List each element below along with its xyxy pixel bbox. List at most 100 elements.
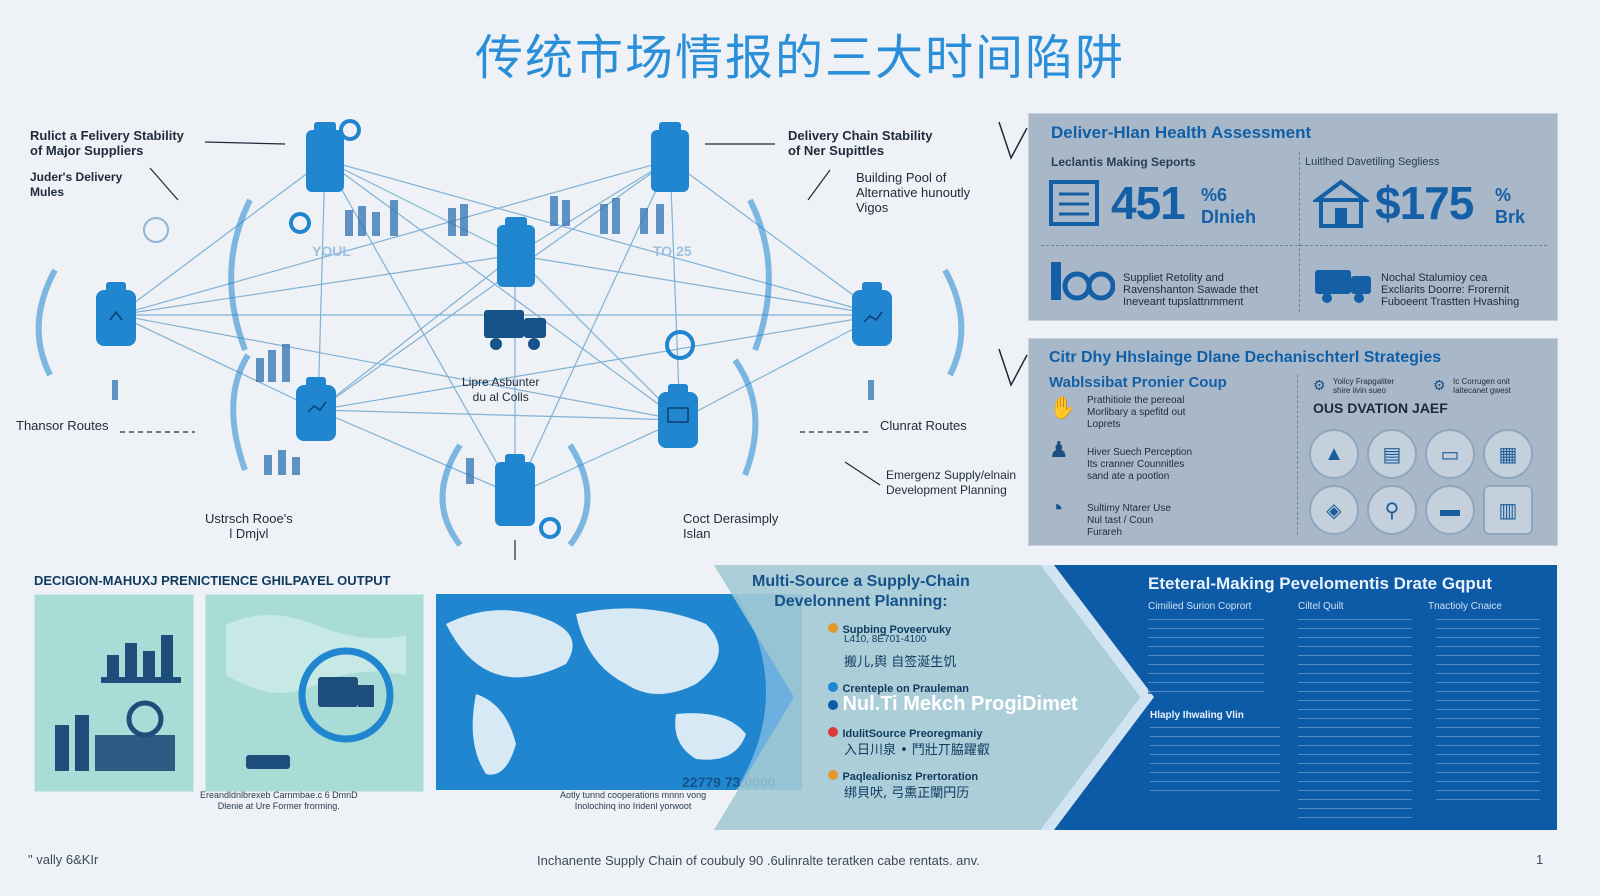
map-panel xyxy=(436,594,802,790)
blue-col-1: Cimilied Surion Coprort xyxy=(1148,601,1252,612)
blue-col-1-text xyxy=(1148,616,1264,694)
red-dot-icon xyxy=(828,727,838,737)
strategy-right-heading: OUS DVATION JAEF xyxy=(1313,400,1448,416)
mid-item-1-sub: L410, 8E701-4100 xyxy=(844,634,927,645)
strategies-subtitle: Wablssibat Pronier Coup xyxy=(1049,374,1227,391)
mid-item-4: Paqlealionisz Prertoration xyxy=(828,767,978,785)
mid-item-2: Crenteple on Prauleman xyxy=(828,679,969,697)
gear-icons xyxy=(289,119,695,539)
label-top-left: Rulict a Felivery Stability of Major Sup… xyxy=(30,128,184,158)
chart-icon: ▲ xyxy=(1309,429,1359,479)
footer-center: Inchanente Supply Chain of coubuly 90 .6… xyxy=(537,853,980,868)
truck-icon xyxy=(484,310,546,350)
network-nodes xyxy=(96,122,892,526)
health-h-divider xyxy=(1041,245,1547,246)
blue-col-2-text xyxy=(1298,616,1412,826)
mid-item-4-cn: 绑貝吠, 弓熏正闡円历 xyxy=(844,786,970,801)
dashboard-icon: ▥ xyxy=(1483,485,1533,535)
node-mid-left-glyph xyxy=(307,401,327,413)
mid-big-row: Nul.Ti Mekch ProgiDimet xyxy=(828,693,1078,716)
stat1-value: 451 xyxy=(1111,177,1186,229)
strategy-right-top-1: Yoilcy Frapgaliter shire iivin sueo xyxy=(1333,377,1395,395)
navy-dot-icon xyxy=(828,700,838,710)
planning-arrow-shape xyxy=(714,565,1144,830)
mid-item-1-title: Supbing Poveervuky xyxy=(842,624,952,636)
mid-item-3: IdulitSource Preoregmaniy xyxy=(828,724,982,742)
map-caption: Aotly tunnd cooperations mnnn vong Inolo… xyxy=(560,790,707,811)
stat2-value: $175 xyxy=(1375,177,1474,229)
label-left-route: Thansor Routes xyxy=(16,418,109,433)
mid-item-4-title: Paqlealionisz Prertoration xyxy=(842,771,979,783)
health-assessment-panel: Deliver-Hlan Health Assessment Leclantis… xyxy=(1028,113,1558,321)
globe-truck-icon xyxy=(226,615,406,769)
node-mid-left xyxy=(296,377,336,441)
monitor-icon: ▭ xyxy=(1425,429,1475,479)
blue-col-3: Tnactioly Cnaice xyxy=(1428,601,1502,612)
supply-network-diagram: YOUL TO 25 xyxy=(35,119,965,560)
node-center xyxy=(497,217,535,287)
battery-icon: ▬ xyxy=(1425,485,1475,535)
label-bottom-right: Coct Derasimply Islan xyxy=(683,511,779,541)
health-row-left-text: Suppliet Retolity and Ravenshanton Sawad… xyxy=(1123,272,1259,308)
health-left-header: Leclantis Making Seports xyxy=(1051,155,1196,169)
label-right-route: Clunrat Routes xyxy=(880,418,967,433)
node-left-glyph xyxy=(109,310,123,321)
mid-title: Multi-Source a Supply-Chain Develonnent … xyxy=(752,573,970,610)
blue-sub-text xyxy=(1150,724,1280,792)
label-right-bottom: Emergenz Supply/elnain Development Plann… xyxy=(886,468,1017,497)
output-heading: DECIGION-MAHUXJ PRENICTIENCE GHILPAYEL O… xyxy=(34,573,391,588)
blue-dot-icon xyxy=(828,682,838,692)
label-bottom-left: Ustrsch Rooe's l Dmjvl xyxy=(205,511,293,541)
document-icon xyxy=(1049,180,1099,226)
blue-sub-heading: Hlaply Ihwaling Vlin xyxy=(1150,710,1244,721)
label-left-sub: Juder's Delivery Mules xyxy=(30,170,123,199)
mid-big-text: Nul.Ti Mekch ProgiDimet xyxy=(842,693,1078,715)
node-mid-right xyxy=(658,384,698,448)
clipboard-icon: ▤ xyxy=(1367,429,1417,479)
stat2-unit-bottom: Brk xyxy=(1495,207,1526,227)
stat1-unit-bottom: Dlnieh xyxy=(1201,207,1257,227)
strategy-pointer-icon xyxy=(998,348,1028,387)
signal-arcs xyxy=(35,198,965,547)
health-row-right-text: Nochal Stalumioy cea Excliarits Doorre: … xyxy=(1381,272,1520,308)
strategy-item-2: Hiver Suech Perception Its cranner Counn… xyxy=(1087,447,1193,482)
stat1-unit-top: %6 xyxy=(1201,185,1228,205)
label-top-right: Delivery Chain Stability of Ner Supittle… xyxy=(788,128,933,158)
strategies-divider xyxy=(1297,375,1299,535)
node-left xyxy=(96,282,136,346)
small-ring-icon xyxy=(143,217,169,243)
orange-dot-icon xyxy=(828,623,838,633)
node-right-glyph xyxy=(863,311,883,323)
mid-item-1-cn: 搬儿,舆 自签涎生饥 xyxy=(844,655,957,670)
factory-chart-icon xyxy=(55,635,181,771)
truck-icon-2 xyxy=(1315,270,1371,303)
node-mid-right-glyph xyxy=(667,407,689,423)
footer-left: " vally 6&KIr xyxy=(28,852,99,867)
node-right xyxy=(852,282,892,346)
mid-item-3-cn: 入日川泉 • 鬥壯丌脇躍叡 xyxy=(844,743,990,758)
people-icons xyxy=(112,196,874,484)
clock-icon: ◔ xyxy=(1049,495,1064,522)
health-pointer-icon xyxy=(998,121,1028,160)
node-bottom xyxy=(495,454,535,526)
mid-item-2-title: Crenteple on Prauleman xyxy=(842,683,969,695)
blue-col-2: Ciltel Quilt xyxy=(1298,601,1344,612)
shield-icon: ◈ xyxy=(1309,485,1359,535)
factory-thumbnail xyxy=(34,594,194,792)
leader-lines xyxy=(120,141,881,560)
mid-item-3-title: IdulitSource Preoregmaniy xyxy=(842,728,983,740)
building-icon xyxy=(1313,179,1369,228)
thumb-caption: Ereandldnlbrexeb Carnmbae.c 6 DmnD Dleni… xyxy=(200,790,358,811)
supply-chain-icon xyxy=(1051,262,1115,301)
mid-item-1: Supbing Poveervuky xyxy=(828,620,951,638)
world-map-thumbnail xyxy=(205,594,424,792)
label-right-sub: Building Pool of Alternative hunoutly Vi… xyxy=(856,170,971,215)
strategy-item-3: Sultimy Ntarer Use Nul tast / Coun Furar… xyxy=(1087,503,1171,538)
location-pin-icon: ⚲ xyxy=(1367,485,1417,535)
orange-dot-icon-2 xyxy=(828,770,838,780)
settings-icon: ⚙ xyxy=(1313,377,1326,393)
people-group-icon: ♟ xyxy=(1049,437,1069,462)
health-divider xyxy=(1299,152,1301,312)
figure-right-word: TO 25 xyxy=(653,243,692,259)
page-title: 传统市场情报的三大时间陷阱 xyxy=(474,30,1125,86)
